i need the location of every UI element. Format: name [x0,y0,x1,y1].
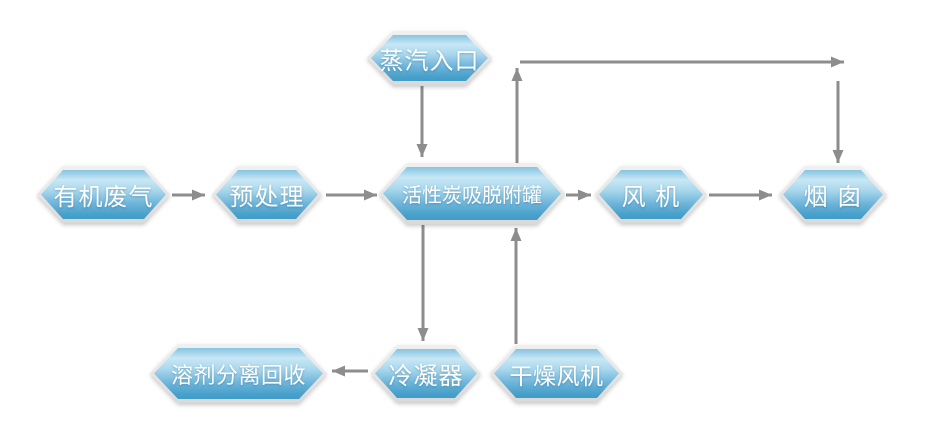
node-steam-inlet: 蒸汽入口 [367,31,492,85]
hexagon-fill [783,170,883,219]
hexagon-fill [154,348,323,399]
node-label-solvent-recovery: 溶剂分离回收 [170,363,306,389]
node-label-fan: 风 机 [621,183,681,211]
hexagon-fill [383,167,561,220]
node-label-drying-fan: 干燥风机 [509,363,604,390]
hexagon-fill [599,170,703,219]
node-drying-fan: 干燥风机 [490,345,623,402]
node-solvent-recovery: 溶剂分离回收 [150,344,327,403]
node-condenser: 冷凝器 [371,345,481,402]
node-organic-waste-gas: 有机废气 [37,166,170,223]
node-label-chimney: 烟 囱 [803,183,863,211]
node-label-condenser: 冷凝器 [388,362,464,390]
node-fan: 风 机 [595,166,707,223]
hexagon-fill [494,349,619,398]
node-label-steam-inlet: 蒸汽入口 [379,46,480,75]
node-chimney: 烟 囱 [779,166,887,223]
node-label-pretreatment: 预处理 [229,183,305,211]
node-label-organic-waste-gas: 有机废气 [53,183,154,211]
node-pretreatment: 预处理 [212,166,322,223]
hexagon-fill [216,170,318,219]
hexagon-fill [41,170,166,219]
node-adsorption-tank: 活性炭吸脱附罐 [379,163,565,224]
hexagon-fill [375,349,477,398]
hexagon-fill [371,35,488,81]
node-label-adsorption-tank: 活性炭吸脱附罐 [402,183,542,207]
